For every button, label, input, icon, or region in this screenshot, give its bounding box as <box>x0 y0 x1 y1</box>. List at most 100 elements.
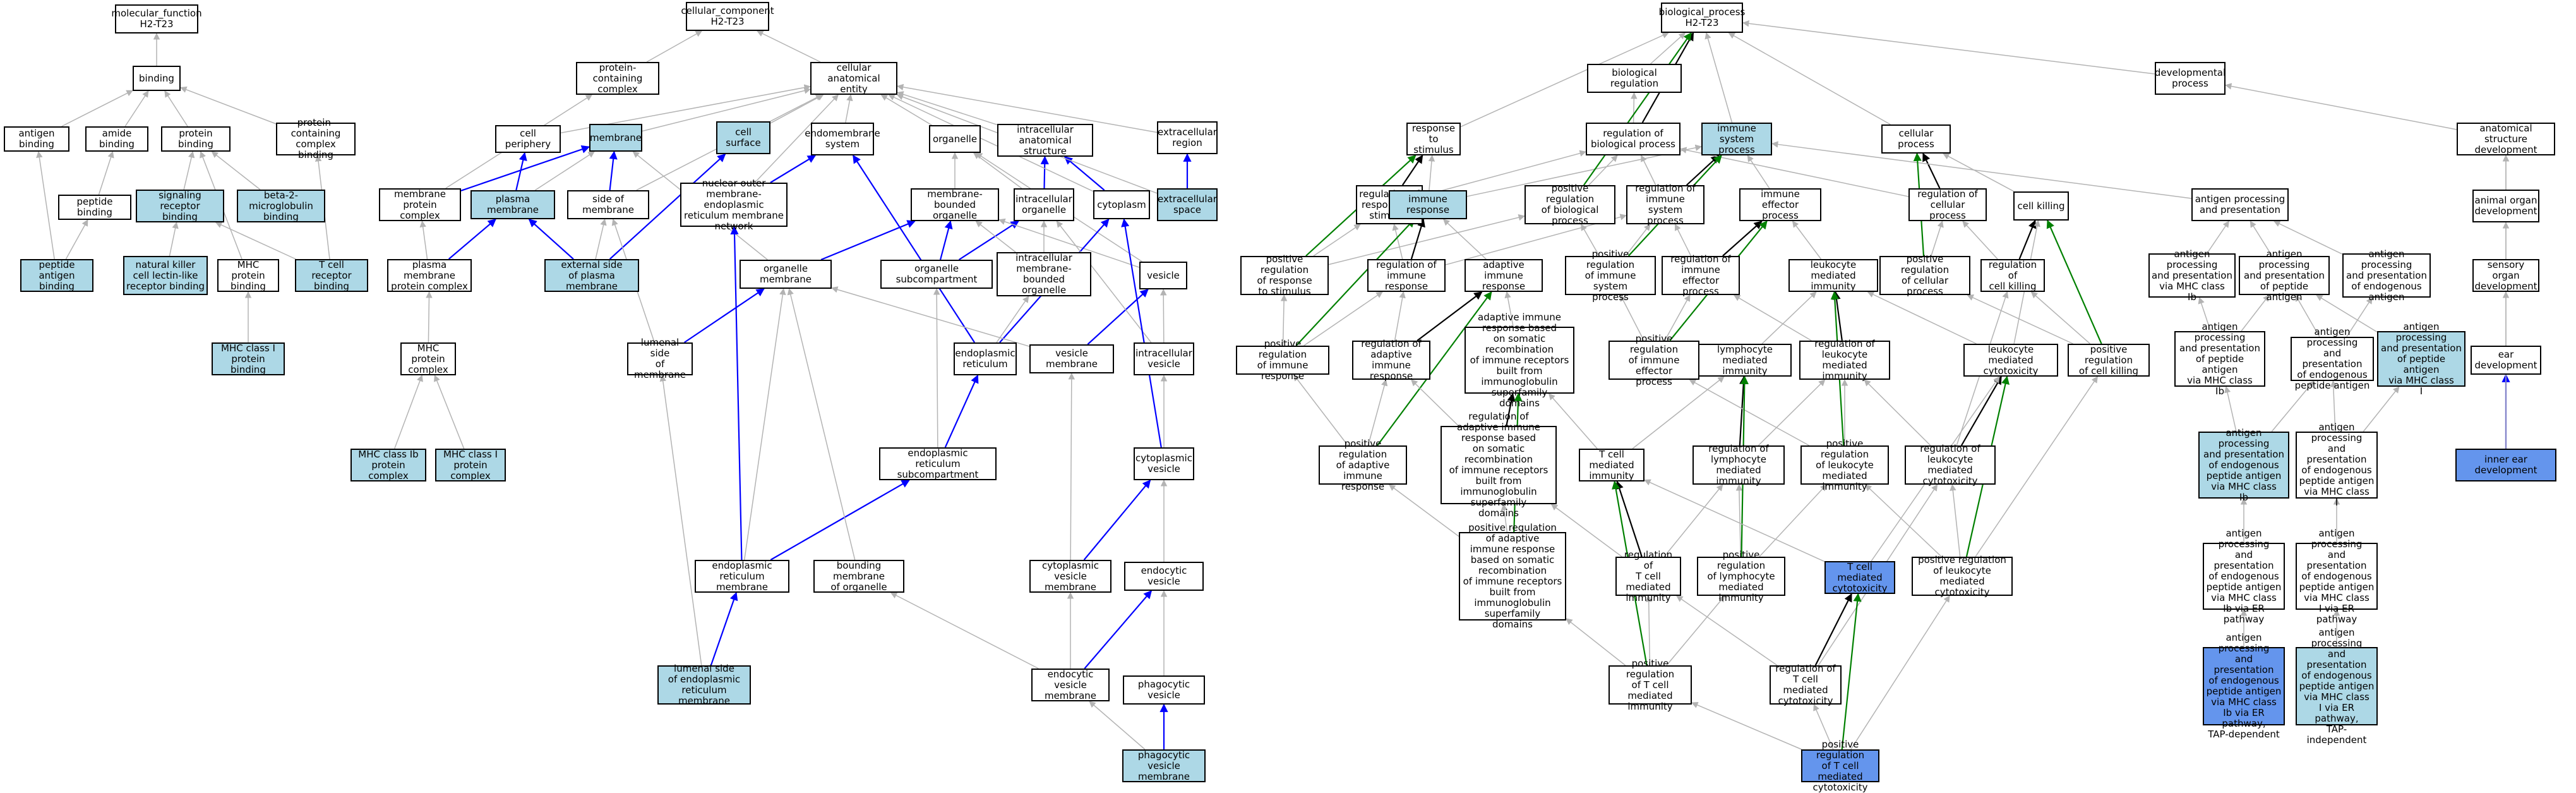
go-term-pos-reg-response-stimulus[interactable]: positive regulation of response to stimu… <box>1240 254 1329 297</box>
go-term-ap-peptide[interactable]: antigen processing and presentation of p… <box>2239 248 2330 302</box>
go-term-tcr-binding[interactable]: T cell receptor binding <box>295 259 368 292</box>
go-term-mf[interactable]: molecular_function H2-T23 <box>111 4 202 33</box>
go-term-intracellular-vesicle[interactable]: intracellular vesicle <box>1134 342 1194 375</box>
go-term-external-side-pm[interactable]: external side of plasma membrane <box>544 259 639 292</box>
go-term-adaptive-immune-response[interactable]: adaptive immune response <box>1465 259 1543 292</box>
go-term-er-membrane[interactable]: endoplasmic reticulum membrane <box>695 560 789 593</box>
go-term-pos-reg-t-cell-mediated-immunity[interactable]: positive regulation of T cell mediated i… <box>1609 658 1692 711</box>
go-term-cc[interactable]: cellular_component H2-T23 <box>681 2 774 31</box>
go-term-cell-killing[interactable]: cell killing <box>2013 191 2069 221</box>
go-term-intracellular-organelle[interactable]: intracellular organelle <box>1014 188 1074 221</box>
go-term-er-subcompartment[interactable]: endoplasmic reticulum subcompartment <box>879 447 997 480</box>
go-term-immune-effector-process[interactable]: immune effector process <box>1739 188 1821 221</box>
go-term-pos-reg-bio-process[interactable]: positive regulation of biological proces… <box>1525 183 1615 226</box>
go-term-mhc-protein-complex[interactable]: MHC protein complex <box>400 342 456 375</box>
go-term-vesicle[interactable]: vesicle <box>1139 262 1187 289</box>
go-term-endomembrane[interactable]: endomembrane system <box>805 123 880 155</box>
go-term-reg-immune-effector[interactable]: regulation of immune effector process <box>1662 254 1740 297</box>
go-term-nk-receptor-binding[interactable]: natural killer cell lectin-like receptor… <box>123 256 208 295</box>
go-term-cae[interactable]: cellular anatomical entity <box>810 62 897 95</box>
go-term-pos-reg-lymphocyte-mediated-immunity[interactable]: positive regulation of lymphocyte mediat… <box>1697 549 1785 603</box>
go-term-antigen-processing[interactable]: antigen processing and presentation <box>2191 188 2289 221</box>
go-term-pos-reg-leukocyte-mediated-cytotoxicity[interactable]: positive regulation of leukocyte mediate… <box>1912 555 2013 598</box>
go-term-mhc-protein-binding[interactable]: MHC protein binding <box>217 259 279 292</box>
go-term-mhc1-complex[interactable]: MHC class I protein complex <box>435 449 506 481</box>
go-term-protein-binding[interactable]: protein binding <box>161 126 231 152</box>
go-term-membrane[interactable]: membrane <box>589 124 642 152</box>
go-term-t-cell-mediated-immunity[interactable]: T cell mediated immunity <box>1579 449 1644 481</box>
go-term-pos-reg-cell-killing[interactable]: positive regulation of cell killing <box>2068 344 2150 377</box>
go-term-sensory-organ-dev[interactable]: sensory organ development <box>2472 259 2539 292</box>
go-term-organelle-membrane[interactable]: organelle membrane <box>740 260 832 289</box>
go-term-pm-protein-complex[interactable]: plasma membrane protein complex <box>387 259 472 292</box>
go-term-ear-development[interactable]: ear development <box>2471 346 2541 375</box>
go-term-membrane-protein-complex[interactable]: membrane protein complex <box>379 188 461 221</box>
go-term-pos-reg-immune-effector[interactable]: positive regulation of immune effector p… <box>1609 333 1699 387</box>
go-term-signaling-receptor-binding[interactable]: signaling receptor binding <box>136 190 224 222</box>
go-term-membrane-bounded-organelle[interactable]: membrane-bounded organelle <box>911 188 999 221</box>
go-term-reg-t-cell-mediated-cytotoxicity[interactable]: regulation of T cell mediated cytotoxici… <box>1770 663 1842 706</box>
go-term-animal-organ-dev[interactable]: animal organ development <box>2472 190 2539 222</box>
go-term-phagocytic-vesicle-membrane[interactable]: phagocytic vesicle membrane <box>1122 749 1206 782</box>
go-term-adaptive-somatic[interactable]: adaptive immune response based on somati… <box>1465 312 1574 408</box>
go-term-pos-reg-cellular-process[interactable]: positive regulation of cellular process <box>1879 254 1970 297</box>
go-term-pc-complex[interactable]: protein-containing complex <box>576 62 659 95</box>
go-term-pos-reg-t-cell-mediated-cytotoxicity[interactable]: positive regulation of T cell mediated c… <box>1801 739 1879 792</box>
go-term-amide-binding[interactable]: amide binding <box>85 126 148 152</box>
go-term-reg-leukocyte-mediated-cytotoxicity[interactable]: regulation of leukocyte mediated cytotox… <box>1905 444 1996 487</box>
go-term-nuclear-outer[interactable]: nuclear outer membrane-endoplasmic retic… <box>680 178 788 231</box>
go-term-ap-endogenous-mhc1-er-tapind[interactable]: antigen processing and presentation of e… <box>2296 627 2378 745</box>
go-term-bounding-membrane[interactable]: bounding membrane of organelle <box>813 560 904 593</box>
go-term-pos-reg-leukocyte-mediated-immunity[interactable]: positive regulation of leukocyte mediate… <box>1800 438 1889 492</box>
go-term-lumenal-side-membrane[interactable]: lumenal side of membrane <box>627 337 693 380</box>
go-term-inner-ear-development[interactable]: inner ear development <box>2455 449 2556 481</box>
go-term-ap-mhc1b[interactable]: antigen processing and presentation via … <box>2148 248 2236 302</box>
go-term-leukocyte-mediated-cytotoxicity[interactable]: leukocyte mediated cytotoxicity <box>1963 344 2058 377</box>
go-term-plasma-membrane[interactable]: plasma membrane <box>470 190 555 219</box>
go-term-ap-peptide-mhc1[interactable]: antigen processing and presentation of p… <box>2377 321 2465 396</box>
go-term-t-cell-mediated-cytotoxicity[interactable]: T cell mediated cytotoxicity <box>1824 561 1895 594</box>
go-term-pos-reg-immune-system-process[interactable]: positive regulation of immune system pro… <box>1565 248 1656 302</box>
go-term-reg-adaptive-immune-response[interactable]: regulation of adaptive immune response <box>1352 339 1430 382</box>
go-term-endocytic-vesicle[interactable]: endocytic vesicle <box>1124 562 1204 591</box>
go-term-organelle-subcompartment[interactable]: organelle subcompartment <box>880 260 993 289</box>
go-term-ap-endogenous-mhc1b-er-tap[interactable]: antigen processing and presentation of e… <box>2203 633 2285 740</box>
go-term-reg-cellular-process[interactable]: regulation of cellular process <box>1908 188 1987 221</box>
go-term-lymphocyte-mediated-immunity[interactable]: lymphocyte mediated immunity <box>1698 344 1792 377</box>
go-term-pos-reg-immune-response[interactable]: positive regulation of immune response <box>1236 339 1329 382</box>
go-term-anatomical-structure-dev[interactable]: anatomical structure development <box>2457 123 2555 155</box>
go-term-lumenal-side-er[interactable]: lumenal side of endoplasmic reticulum me… <box>657 663 751 706</box>
go-term-immune-system-process[interactable]: immune system process <box>1701 123 1772 155</box>
go-term-cell-surface[interactable]: cell surface <box>716 121 770 154</box>
go-term-extracellular-space[interactable]: extracellular space <box>1157 188 1218 221</box>
go-term-ap-endogenous[interactable]: antigen processing and presentation of e… <box>2342 248 2431 302</box>
go-term-reg-immune-response[interactable]: regulation of immune response <box>1367 259 1446 292</box>
go-term-biological-regulation[interactable]: biological regulation <box>1587 64 1682 93</box>
go-term-mhc1-binding[interactable]: MHC class I protein binding <box>212 342 285 375</box>
go-term-reg-leukocyte-mediated-immunity[interactable]: regulation of leukocyte mediated immunit… <box>1799 339 1890 382</box>
go-term-bp[interactable]: biological_process H2-T23 <box>1659 3 1745 33</box>
go-term-cellular-process[interactable]: cellular process <box>1881 124 1951 154</box>
go-term-leukocyte-mediated-immunity[interactable]: leukocyte mediated immunity <box>1788 259 1878 292</box>
go-term-cytoplasmic-vesicle[interactable]: cytoplasmic vesicle <box>1134 447 1194 480</box>
go-term-intracellular-as[interactable]: intracellular anatomical structure <box>997 124 1093 157</box>
go-term-reg-bio-process[interactable]: regulation of biological process <box>1586 123 1680 155</box>
go-term-organelle[interactable]: organelle <box>929 125 981 153</box>
go-term-endocytic-vesicle-membrane[interactable]: endocytic vesicle membrane <box>1031 669 1110 701</box>
go-term-peptide-binding[interactable]: peptide binding <box>58 195 131 220</box>
go-term-ap-endogenous-mhc1-er[interactable]: antigen processing and presentation of e… <box>2296 528 2378 624</box>
go-term-cytoplasm[interactable]: cytoplasm <box>1093 190 1150 219</box>
go-term-cyto-vesicle-membrane[interactable]: cytoplasmic vesicle membrane <box>1029 560 1111 593</box>
go-term-reg-lymphocyte-mediated-immunity[interactable]: regulation of lymphocyte mediated immuni… <box>1692 444 1785 487</box>
go-term-ap-peptide-mhc1b[interactable]: antigen processing and presentation of p… <box>2174 321 2265 396</box>
go-term-vesicle-membrane[interactable]: vesicle membrane <box>1029 344 1114 373</box>
go-term-pos-reg-adaptive-somatic[interactable]: positive regulation of adaptive immune r… <box>1459 523 1566 630</box>
go-term-binding[interactable]: binding <box>133 66 181 91</box>
go-term-ap-endogenous-mhc1[interactable]: antigen processing and presentation of e… <box>2296 422 2378 508</box>
go-term-phagocytic-vesicle[interactable]: phagocytic vesicle <box>1123 675 1205 705</box>
go-term-pos-reg-adaptive-immune-response[interactable]: positive regulation of adaptive immune r… <box>1319 438 1407 492</box>
go-term-side-of-membrane[interactable]: side of membrane <box>567 190 649 219</box>
go-term-reg-cell-killing[interactable]: regulation of cell killing <box>1980 259 2045 292</box>
go-term-mhc1b-complex[interactable]: MHC class Ib protein complex <box>350 449 426 481</box>
go-term-reg-adaptive-somatic[interactable]: regulation of adaptive immune response b… <box>1441 411 1557 519</box>
